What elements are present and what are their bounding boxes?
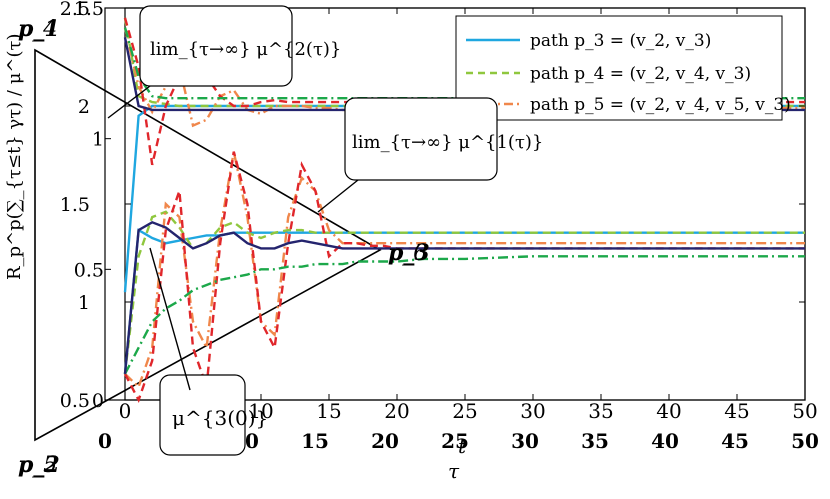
annotation-limit-lower-box <box>344 97 498 181</box>
vertex-label-p4: p_4 <box>18 17 57 42</box>
x-axis-label-secondary: τ <box>448 459 460 483</box>
legend: path p_3 = (v_2, v_3) path p_4 = (v_2, v… <box>455 15 791 121</box>
vertex-label-p6: p_6 <box>388 241 427 266</box>
legend-box <box>455 15 783 121</box>
annotation-start-box <box>159 374 246 456</box>
x-tick-label-0: 0 <box>119 399 132 423</box>
x-tick-label-secondary-4: 20 <box>371 429 399 453</box>
annotation-limit-upper-pointer <box>107 85 151 119</box>
x-tick-label-secondary-0: 0 <box>98 429 112 453</box>
annotation-limit-lower-pointer <box>317 179 359 213</box>
upper-series-line-1 <box>123 17 805 108</box>
y-tick-label-3: 2 <box>78 96 90 118</box>
x-tick-label-secondary-10: 50 <box>791 429 819 453</box>
y-tick-label-4: 2.5 <box>60 0 90 20</box>
x-axis-label: t <box>458 434 467 458</box>
y-tick-label-2: 1.5 <box>60 194 90 216</box>
y-axis-label: R_p^p(∑_{τ≤t} γτ) / μ^(τ) <box>4 34 25 280</box>
annotation-limit-lower-text: lim_{τ→∞} μ^{1(τ)} <box>352 132 543 153</box>
legend-entry-p5: path p_5 = (v_2, v_4, v_5, v_3) <box>530 95 791 115</box>
y-tick-label-1: 1 <box>78 292 90 314</box>
annotation-start-text: μ^{3(0)} <box>172 406 268 430</box>
y-tick-label-0: 0.5 <box>60 390 90 412</box>
ticks-layer: 0055101015152020252530303535404045455050… <box>60 0 819 453</box>
upper-series-line-3 <box>123 17 805 166</box>
x-tick-label-secondary-9: 45 <box>721 429 749 453</box>
x-tick-label-secondary-6: 30 <box>511 429 539 453</box>
annotation-start-pointer <box>149 247 191 391</box>
y2-tick-label-0: 0 <box>92 390 104 412</box>
x-tick-label-5: 25 <box>452 399 477 423</box>
lower-series-line-2 <box>124 151 805 390</box>
x-tick-label-secondary-7: 35 <box>581 429 609 453</box>
x-tick-label-4: 20 <box>384 399 409 423</box>
lower-series-line-5 <box>123 220 805 375</box>
vertex-label-p2: p_2 <box>18 452 60 478</box>
y2-tick-label-2: 1 <box>92 129 104 151</box>
annotation-limit-upper: lim_{τ→∞} μ^{2(τ)} <box>107 5 341 119</box>
annotation-start: μ^{3(0)} <box>149 247 268 456</box>
x-tick-label-secondary-8: 40 <box>651 429 679 453</box>
x-tick-label-2: 10 <box>248 399 273 423</box>
x-tick-label-10: 50 <box>792 399 817 423</box>
lower-series-line-1 <box>123 210 805 375</box>
x-tick-label-secondary-5: 25 <box>441 429 469 453</box>
x-tick-label-6: 30 <box>520 399 545 423</box>
legend-entry-p3: path p_3 = (v_2, v_3) <box>530 31 711 51</box>
y2-tick-label-1: 0.5 <box>74 259 104 281</box>
annotation-limit-lower: lim_{τ→∞} μ^{1(τ)} <box>317 97 543 213</box>
x-tick-label-3: 15 <box>316 399 341 423</box>
lower-series-line-4 <box>123 255 805 375</box>
x-tick-label-9: 45 <box>724 399 749 423</box>
vertex-label-p5: p_5 <box>18 453 57 478</box>
x-tick-label-secondary-3: 15 <box>301 429 329 453</box>
y2-tick-label-3: 1.5 <box>74 0 104 20</box>
lower-series-line-3 <box>123 151 805 404</box>
annotation-limit-upper-box <box>139 5 293 87</box>
vertex-label-p1: p_1 <box>18 16 60 42</box>
lower-series-line-0 <box>123 228 805 375</box>
legend-entry-p4: path p_4 = (v_2, v_4, v_3) <box>530 64 751 84</box>
x-tick-label-7: 35 <box>588 399 613 423</box>
x-tick-label-8: 40 <box>656 399 681 423</box>
annotation-limit-upper-text: lim_{τ→∞} μ^{2(τ)} <box>150 39 341 60</box>
vertex-label-p3: p_3 <box>388 240 430 266</box>
